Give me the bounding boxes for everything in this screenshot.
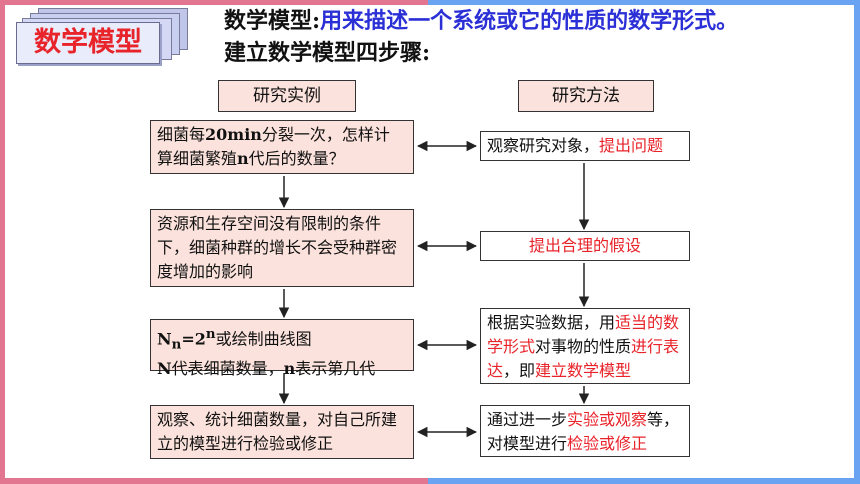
method-4-highlight-a: 实验或观察 bbox=[567, 410, 648, 429]
method-3-text-b: 对事物的性质 bbox=[535, 337, 632, 356]
frame-border-bottom-right bbox=[428, 478, 860, 484]
method-2-highlight: 提出合理的假设 bbox=[528, 236, 641, 255]
column-header-methods: 研究方法 bbox=[518, 80, 654, 112]
method-box-3: 根据实验数据，用适当的数学形式对事物的性质进行表达，即建立数学模型 bbox=[480, 308, 690, 384]
definition-text: 用来描述一个系统或它的性质的数学形式。 bbox=[320, 8, 739, 34]
frame-border-top-right bbox=[428, 0, 860, 5]
method-4-highlight-b: 检验或修正 bbox=[567, 434, 648, 453]
method-3-text-c: ，即 bbox=[503, 361, 536, 380]
method-3-highlight-a: 适当的数学形式 bbox=[487, 313, 680, 356]
frame-right bbox=[428, 0, 860, 484]
legend-n: n bbox=[283, 358, 296, 378]
frame-left bbox=[0, 0, 428, 484]
formula-superscript: n bbox=[205, 326, 216, 342]
formula-suffix: 或绘制曲线图 bbox=[215, 329, 312, 349]
method-box-4: 通过进一步实验或观察等，对模型进行检验或修正 bbox=[480, 405, 690, 457]
method-3-highlight-c: 建立数学模型 bbox=[535, 361, 632, 380]
example-box-4: 观察、统计细菌数量，对自己所建立的模型进行检验或修正 bbox=[150, 405, 414, 459]
method-3-text-a: 根据实验数据，用 bbox=[487, 313, 616, 332]
legend-n-text: 表示第几代 bbox=[295, 358, 376, 378]
method-4-text-a: 通过进一步 bbox=[487, 410, 568, 429]
legend-N-text: 代表细菌数量， bbox=[171, 358, 284, 378]
example-1-text-d: 代后的数量？ bbox=[248, 149, 345, 168]
method-3-highlight-b: 进行表达 bbox=[487, 337, 680, 380]
method-box-1: 观察研究对象，提出问题 bbox=[480, 131, 690, 161]
frame-border-left bbox=[0, 0, 5, 484]
example-box-2: 资源和生存空间没有限制的条件下，细菌种群的增长不会受种群密度增加的影响 bbox=[150, 209, 414, 287]
frame-border-bottom-left bbox=[0, 478, 428, 484]
example-2-text: 资源和生存空间没有限制的条件下，细菌种群的增长不会受种群密度增加的影响 bbox=[157, 214, 398, 281]
method-1-highlight: 提出问题 bbox=[599, 136, 664, 155]
method-box-2: 提出合理的假设 bbox=[480, 231, 690, 261]
method-1-text: 观察研究对象， bbox=[487, 136, 600, 155]
badge-title: 数学模型 bbox=[16, 22, 160, 64]
example-box-3: Nn=2n或绘制曲线图 N代表细菌数量，n表示第几代 bbox=[150, 319, 414, 378]
definition-line: 数学模型:用来描述一个系统或它的性质的数学形式。 bbox=[224, 6, 738, 36]
example-1-text-b: 分裂一次，怎样计 bbox=[261, 125, 390, 144]
frame-border-right bbox=[854, 0, 860, 484]
title-badge: 数学模型 bbox=[16, 8, 188, 64]
example-1-text-c: 算细菌繁殖 bbox=[157, 149, 238, 168]
example-1-bold-b: n bbox=[237, 149, 249, 168]
example-1-bold-a: 20min bbox=[205, 125, 262, 144]
formula-N: N bbox=[157, 329, 172, 349]
formula-equals: =2 bbox=[181, 329, 206, 349]
steps-heading: 建立数学模型四步骤: bbox=[224, 40, 431, 66]
formula-subscript: n bbox=[171, 336, 182, 353]
example-1-text-a: 细菌每 bbox=[157, 125, 206, 144]
example-box-1: 细菌每20min分裂一次，怎样计 算细菌繁殖n代后的数量？ bbox=[150, 120, 414, 174]
column-header-examples: 研究实例 bbox=[218, 80, 356, 112]
method-4-text-b: 等，对模型进行 bbox=[487, 410, 680, 453]
legend-N: N bbox=[157, 358, 172, 378]
example-4-text: 观察、统计细菌数量，对自己所建立的模型进行检验或修正 bbox=[157, 410, 398, 453]
term-label: 数学模型: bbox=[224, 8, 321, 34]
frame-border-top-left bbox=[0, 0, 428, 5]
